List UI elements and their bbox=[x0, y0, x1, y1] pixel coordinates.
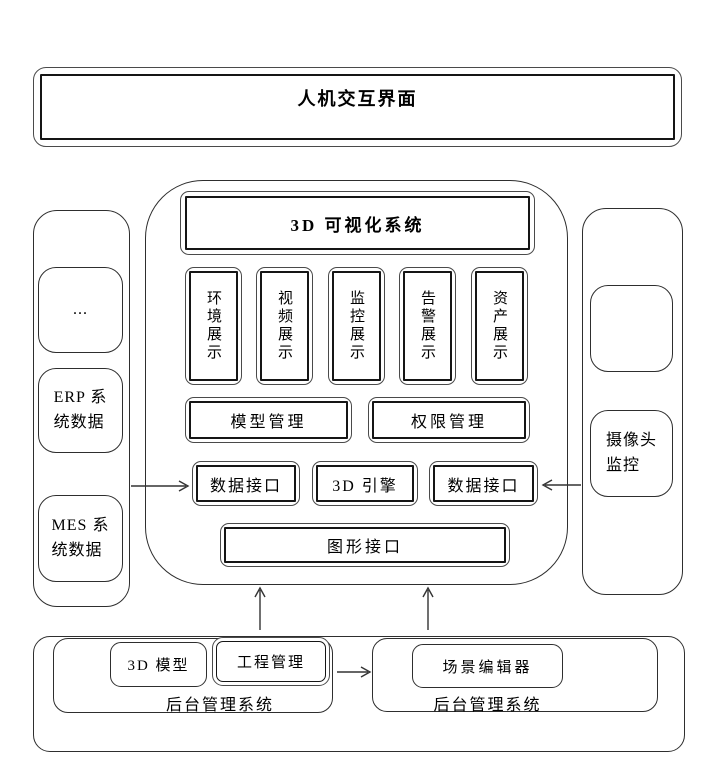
model-3d-label: 3D 模型 bbox=[127, 658, 190, 674]
erp-data-label: ERP 系 统数据 bbox=[53, 388, 108, 431]
data-interface-left-label: 数据接口 bbox=[209, 477, 282, 495]
project-management-box: 工程管理 bbox=[212, 637, 330, 686]
scene-editor-box: 场景编辑器 bbox=[412, 644, 563, 688]
data-interface-right-label: 数据接口 bbox=[447, 477, 520, 495]
permission-management-label: 权限管理 bbox=[410, 414, 487, 431]
viz-system-title: 3D 可视化系统 bbox=[290, 215, 425, 235]
graphics-interface-label: 图形接口 bbox=[326, 539, 403, 556]
project-management-label: 工程管理 bbox=[236, 655, 305, 671]
mes-data-box: MES 系 统数据 bbox=[38, 495, 123, 582]
graphics-interface-box: 图形接口 bbox=[220, 523, 510, 567]
module-monitor-display-label: 监控展示 bbox=[348, 290, 364, 362]
hmi-banner-label: 人机交互界面 bbox=[297, 89, 418, 109]
scene-editor-label: 场景编辑器 bbox=[442, 659, 533, 676]
backend-left-group bbox=[53, 638, 333, 713]
module-video-display-label: 视频展示 bbox=[276, 290, 292, 362]
camera-monitor-label: 摄像头 监控 bbox=[605, 431, 657, 474]
backend-right-group-label: 后台管理系统 bbox=[433, 697, 542, 714]
module-monitor-display: 监控展示 bbox=[328, 267, 385, 385]
right-sources-panel bbox=[582, 208, 683, 595]
engine-3d-box: 3D 引擎 bbox=[312, 461, 418, 506]
data-interface-left-box: 数据接口 bbox=[192, 461, 300, 506]
viz-system-title-box: 3D 可视化系统 bbox=[180, 191, 535, 255]
model-management-label: 模型管理 bbox=[230, 414, 307, 431]
model-3d-box: 3D 模型 bbox=[110, 642, 207, 687]
model-management-box: 模型管理 bbox=[185, 397, 352, 443]
backend-left-group-label: 后台管理系统 bbox=[165, 697, 274, 714]
module-alarm-display-label: 告警展示 bbox=[419, 290, 435, 362]
permission-management-box: 权限管理 bbox=[368, 397, 530, 443]
data-interface-right-box: 数据接口 bbox=[429, 461, 538, 506]
module-env-display: 环境展示 bbox=[185, 267, 242, 385]
module-alarm-display: 告警展示 bbox=[399, 267, 456, 385]
erp-data-box: ERP 系 统数据 bbox=[38, 368, 123, 453]
hmi-banner: 人机交互界面 bbox=[33, 67, 682, 147]
engine-3d-label: 3D 引擎 bbox=[332, 477, 398, 495]
module-asset-display: 资产展示 bbox=[471, 267, 528, 385]
arrow-up2-head bbox=[422, 586, 434, 598]
other-sources-box: ... bbox=[38, 267, 123, 353]
backend-section bbox=[33, 636, 685, 752]
empty-source-box bbox=[590, 285, 673, 372]
module-env-display-label: 环境展示 bbox=[205, 290, 221, 362]
camera-monitor-box: 摄像头 监控 bbox=[590, 410, 673, 497]
module-asset-display-label: 资产展示 bbox=[491, 290, 507, 362]
viz-system-container bbox=[145, 180, 568, 585]
backend-right-group bbox=[372, 638, 658, 712]
mes-data-label: MES 系 统数据 bbox=[51, 516, 110, 559]
left-sources-panel bbox=[33, 210, 130, 607]
module-video-display: 视频展示 bbox=[256, 267, 313, 385]
other-sources-label: ... bbox=[73, 301, 88, 318]
arrow-up1-head bbox=[254, 586, 266, 598]
